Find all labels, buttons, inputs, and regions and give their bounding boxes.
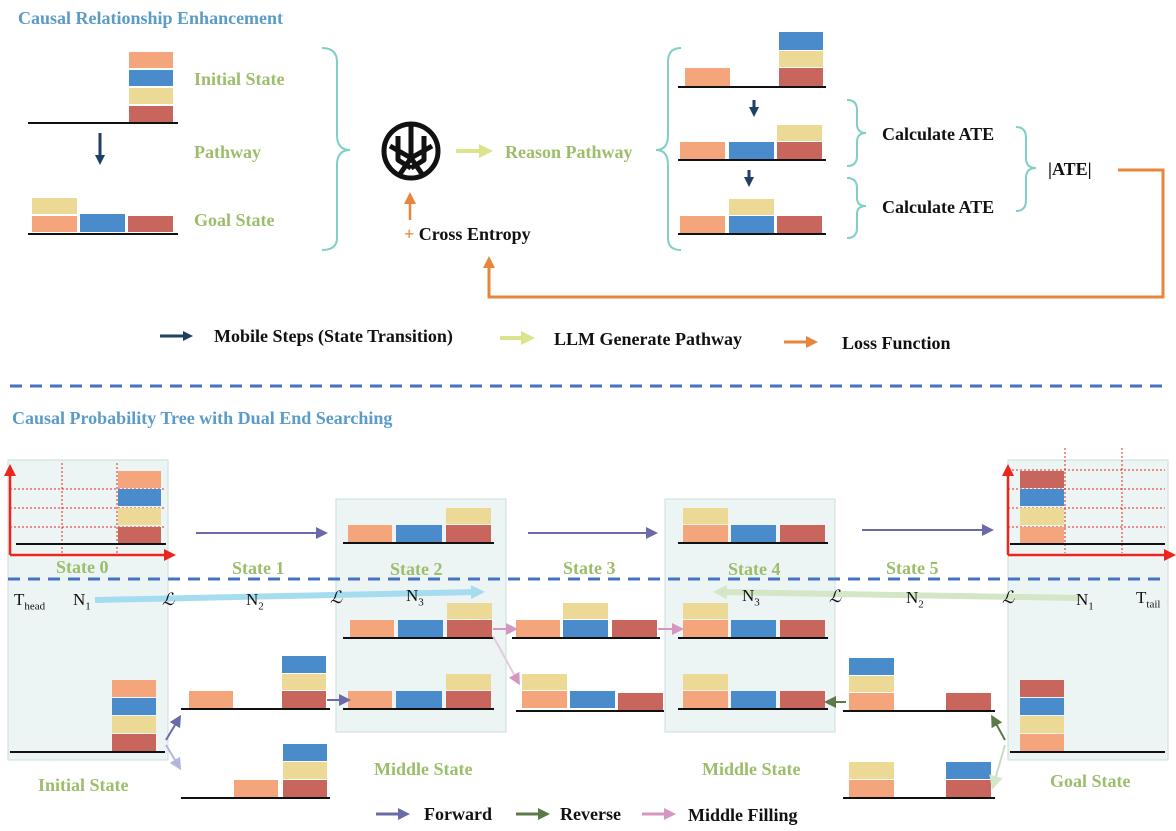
- forward-child-1: [181, 656, 330, 710]
- state4-candidate-1: [678, 603, 828, 639]
- middle-state-label-1: Middle State: [374, 759, 473, 779]
- state-1-label: State 1: [232, 558, 285, 578]
- n3-right-label: N3: [742, 586, 760, 609]
- loss-symbol-4: ℒ: [1002, 588, 1015, 607]
- legend-mobile-steps: Mobile Steps (State Transition): [214, 326, 453, 346]
- top-candidate-state-2: [678, 125, 826, 161]
- loss-feedback-line: [483, 168, 1165, 299]
- forward-arrow-initial-up: [165, 714, 182, 741]
- loss-symbol-2: ℒ: [330, 588, 343, 607]
- state2-blocks: [343, 508, 494, 544]
- top-candidate-state-1: [678, 32, 826, 88]
- t-head-label: Thead: [14, 590, 46, 613]
- reverse-search-arrow: [713, 585, 1081, 601]
- loss-symbol-1: ℒ: [162, 590, 175, 609]
- state-0-label: State 0: [56, 557, 109, 577]
- forward-arrow-initial-down: [165, 744, 182, 771]
- bottom-initial-state-blocks: [10, 680, 165, 753]
- state-3-label: State 3: [563, 558, 616, 578]
- top-goal-state-label: Goal State: [194, 210, 275, 230]
- bottom-initial-state-label: Initial State: [38, 775, 129, 795]
- n2-right-label: N2: [906, 588, 924, 611]
- top-initial-state-label: Initial State: [194, 69, 285, 89]
- top-goal-state-blocks: [28, 198, 178, 235]
- cross-entropy-group: + Cross Entropy: [404, 224, 531, 245]
- n1-left-label: N1: [73, 590, 91, 613]
- reverse-arrow-goal-down: [989, 744, 1006, 790]
- state-4-label: State 4: [728, 559, 781, 579]
- reverse-child-2: [843, 762, 995, 799]
- top-brace-right: [655, 47, 682, 251]
- calculate-ate-2: Calculate ATE: [882, 197, 995, 217]
- middle-fill-arrow-2: [492, 635, 520, 686]
- legend-reverse: Reverse: [560, 804, 621, 824]
- forward-search-arrow: [94, 585, 485, 603]
- legend-llm-generate: LLM Generate Pathway: [554, 329, 742, 349]
- state0-blocks: [16, 471, 166, 545]
- forward-child-2: [181, 744, 330, 799]
- t-tail-label: Ttail: [1136, 588, 1161, 611]
- cross-entropy-label: Cross Entropy: [418, 224, 531, 244]
- goal-grid: [1008, 448, 1165, 553]
- top-pathway-label: Pathway: [194, 142, 261, 162]
- reverse-arrow-goal-up: [991, 714, 1006, 741]
- bottom-goal-state-blocks: [1010, 680, 1165, 753]
- ate-brace-3: [1015, 126, 1037, 212]
- state2-candidate-2: [343, 674, 494, 710]
- calculate-ate-1: Calculate ATE: [882, 124, 995, 144]
- abs-ate-label: |ATE|: [1048, 159, 1092, 179]
- state-5-label: State 5: [886, 558, 939, 578]
- state4-blocks: [678, 508, 828, 544]
- top-candidate-state-3: [678, 199, 826, 235]
- n3-left-label: N3: [406, 586, 424, 609]
- top-initial-state-blocks: [28, 52, 178, 124]
- middle-state-label-2: Middle State: [702, 759, 801, 779]
- n1-right-label: N1: [1076, 590, 1094, 613]
- goal-blocks: [1010, 471, 1165, 545]
- legend-loss-function: Loss Function: [842, 333, 951, 353]
- legend-forward: Forward: [424, 804, 492, 824]
- state4-candidate-2: [678, 674, 828, 710]
- ate-brace-2: [846, 177, 867, 239]
- cross-entropy-plus: +: [404, 224, 415, 244]
- openai-logo-icon: [378, 118, 444, 184]
- top-brace-left: [321, 47, 351, 251]
- bottom-goal-state-label: Goal State: [1050, 771, 1131, 791]
- bottom-section-title: Causal Probability Tree with Dual End Se…: [12, 408, 393, 428]
- state2-candidate-1: [343, 603, 494, 639]
- reverse-child-1: [843, 658, 995, 712]
- middle-filling-state-1: [512, 603, 660, 639]
- middle-filling-state-2: [516, 674, 664, 712]
- state-2-label: State 2: [390, 559, 443, 579]
- ate-brace-1: [846, 99, 867, 167]
- reason-pathway-label: Reason Pathway: [505, 142, 633, 162]
- loss-symbol-3: ℒ: [829, 587, 842, 606]
- top-section-title: Causal Relationship Enhancement: [18, 8, 284, 28]
- legend-middle-filling: Middle Filling: [688, 805, 798, 825]
- n2-left-label: N2: [246, 590, 264, 613]
